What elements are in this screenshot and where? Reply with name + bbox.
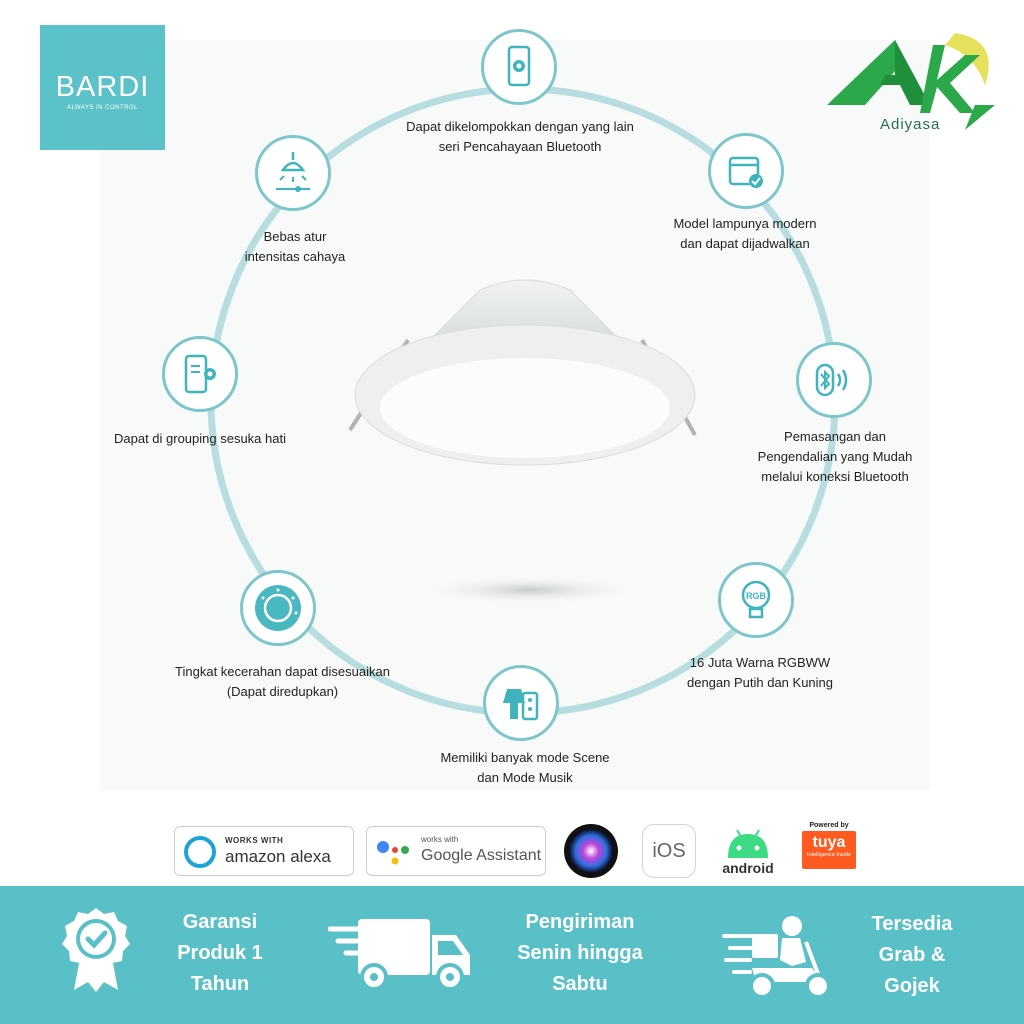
alexa-badge: WORKS WITH amazon alexa (174, 826, 354, 876)
lamp-remote-icon (503, 689, 539, 721)
feature-icon-scene (483, 665, 559, 741)
feature-icon-bluetooth (796, 342, 872, 418)
siri-icon (564, 824, 618, 878)
alexa-ring-icon (184, 836, 216, 868)
android-robot-icon (728, 829, 768, 858)
delivery-truck-icon (328, 919, 470, 991)
scooter-courier-icon (722, 916, 831, 999)
feature-text-dimmer: Tingkat kecerahan dapat disesuaikan(Dapa… (175, 664, 390, 699)
feature-icon-rgb: RGB (718, 562, 794, 638)
ak-logo-icon (827, 33, 995, 130)
tuya-badge: Powered by tuya Intelligence Inside (802, 822, 856, 880)
brand-name: BARDI (55, 71, 150, 103)
tuya-top-text: Powered by (809, 822, 849, 829)
feature-text-grouping: Dapat di grouping sesuka hati (113, 431, 286, 446)
warranty-badge-icon (62, 908, 130, 992)
feature-icon-grouping (162, 336, 238, 412)
svg-text:RGB: RGB (746, 591, 767, 601)
phone-gear-icon (507, 45, 531, 87)
feature-icon-dimmer (240, 570, 316, 646)
ios-text: iOS (652, 839, 686, 862)
android-text: android (722, 860, 774, 876)
rgb-bulb-icon: RGB (741, 580, 771, 619)
ceiling-lamp-icon (276, 152, 310, 192)
footer-banner (0, 886, 1024, 1024)
dealer-name: Adiyasa (880, 116, 941, 133)
bluetooth-icon (815, 363, 848, 397)
alexa-bottom-text: amazon alexa (225, 847, 331, 866)
downlight-product-image (348, 279, 697, 606)
bardi-logo: BARDI ALWAYS IN CONTROL (40, 25, 165, 150)
google-assistant-dots-icon (377, 841, 409, 865)
alexa-top-text: WORKS WITH (225, 836, 284, 845)
tuya-bottom-text: Intelligence Inside (806, 852, 852, 858)
ios-badge: iOS (642, 824, 696, 878)
google-top-text: works with (421, 835, 459, 844)
dimmer-dial-icon (255, 585, 301, 631)
tuya-logo: tuya Intelligence Inside (802, 831, 856, 869)
brand-tagline: ALWAYS IN CONTROL (66, 105, 139, 111)
feature-icon-grouping-bluetooth (481, 29, 557, 105)
google-assistant-badge: works with Google Assistant (366, 826, 546, 876)
phone-settings-icon (184, 354, 216, 394)
feature-icon-intensity (255, 135, 331, 211)
google-bottom-text: Google Assistant (421, 847, 542, 864)
tuya-brand-text: tuya (812, 834, 846, 851)
feature-icon-schedule (708, 133, 784, 209)
calendar-check-icon (728, 156, 763, 188)
